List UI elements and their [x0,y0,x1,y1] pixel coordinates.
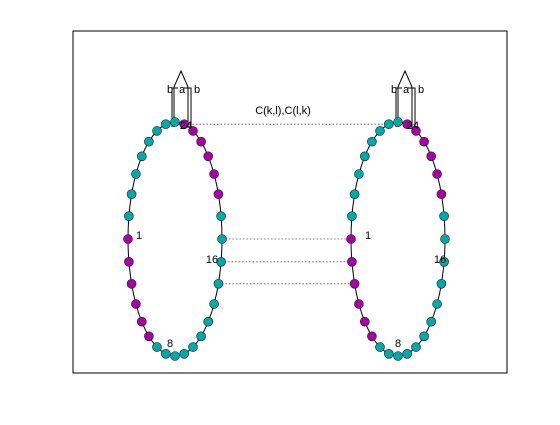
ring-node-4 [354,299,364,309]
ring-node-29 [359,151,370,162]
ring-node-24 [179,119,189,129]
ring-node-20 [209,169,219,179]
ring-node-18 [439,211,449,221]
ring-node-29 [137,151,147,162]
ring-node-32 [347,211,357,221]
arrow-label-b-right: b [194,84,200,96]
tick-label-24: 24 [407,120,419,132]
ring-node-32 [124,211,134,221]
ring-node-31 [126,189,137,199]
ring-node-22 [419,136,429,147]
ring-node-14 [209,299,219,309]
arrow-up-icon [173,69,189,127]
ring-node-19 [213,189,224,199]
ring-node-6 [144,331,154,342]
ring-node-12 [196,331,206,342]
ring-node-23 [188,126,198,136]
ring-node-4 [131,299,141,309]
tick-label-1: 1 [365,230,371,242]
ring-node-25 [170,117,180,127]
axes-frame [72,30,508,374]
ring-left: b a b 24 1 16 8 [123,69,227,361]
ring-node-16 [439,256,449,267]
ring-node-6 [367,331,377,342]
ring-node-21 [426,151,437,162]
ring-node-22 [196,136,206,147]
ring-node-28 [144,136,154,147]
ring-node-30 [354,169,364,179]
arrow-stem [408,87,416,127]
ring-node-3 [349,278,360,289]
arrow-label-b-left: b [391,84,397,96]
arrow-label-b-left: b [167,84,173,96]
ring-node-28 [367,136,377,147]
ring-node-10 [402,348,413,359]
ring-node-21 [203,151,213,162]
ring-node-20 [432,169,442,179]
tick-label-1: 1 [136,230,142,242]
ring-node-12 [419,331,429,342]
ring-node-17 [440,234,450,244]
ring-node-9 [393,351,403,361]
tick-label-16: 16 [206,254,218,266]
ring-node-9 [170,351,180,361]
ring-node-13 [426,316,437,327]
arrow-stem [171,87,178,127]
ring-node-11 [411,342,421,352]
tick-label-24: 24 [180,120,192,132]
ring-node-16 [216,256,226,267]
node-group [123,117,227,361]
ring-node-11 [188,342,198,352]
ring-node-19 [436,189,447,199]
tick-label-8: 8 [167,338,173,350]
ring-node-1 [346,234,356,244]
ring-node-27 [375,126,385,136]
arrow-label-a: a [179,84,186,96]
ring-node-30 [131,169,141,179]
ring-node-26 [383,119,394,129]
ring-node-15 [436,278,447,289]
ring-node-8 [161,348,171,359]
arrow-label-b-right: b [418,84,424,96]
ring-node-10 [179,348,189,359]
arrow-up-icon [397,69,413,127]
ring-node-7 [152,342,162,352]
ring-node-1 [123,234,133,244]
ring-node-18 [216,211,226,221]
arrow-label-a: a [403,84,410,96]
ring-node-31 [349,189,360,199]
ring-node-14 [432,299,442,309]
ring-node-5 [359,316,370,327]
arrow-stem [395,87,402,127]
ring-node-3 [126,278,137,289]
ring-node-8 [383,348,394,359]
arrow-stem [184,87,192,127]
tick-label-8: 8 [395,338,401,350]
ring-node-27 [152,126,162,136]
link-label: C(k,l),C(l,k) [255,105,311,117]
ring-node-23 [411,126,421,136]
ring-node-17 [217,234,227,244]
ring-node-2 [347,256,357,267]
tick-label-16: 16 [434,254,446,266]
ring-node-2 [124,256,134,267]
ring-node-7 [375,342,385,352]
ring-node-25 [393,117,403,127]
ring-right: b a b 24 1 16 8 [346,69,450,361]
ring-node-15 [213,278,224,289]
ring-node-24 [402,119,413,129]
dotted-links [175,123,416,285]
ring-node-5 [137,316,147,327]
ring-node-13 [203,316,213,327]
ring-node-26 [161,119,171,129]
node-group [346,117,450,361]
